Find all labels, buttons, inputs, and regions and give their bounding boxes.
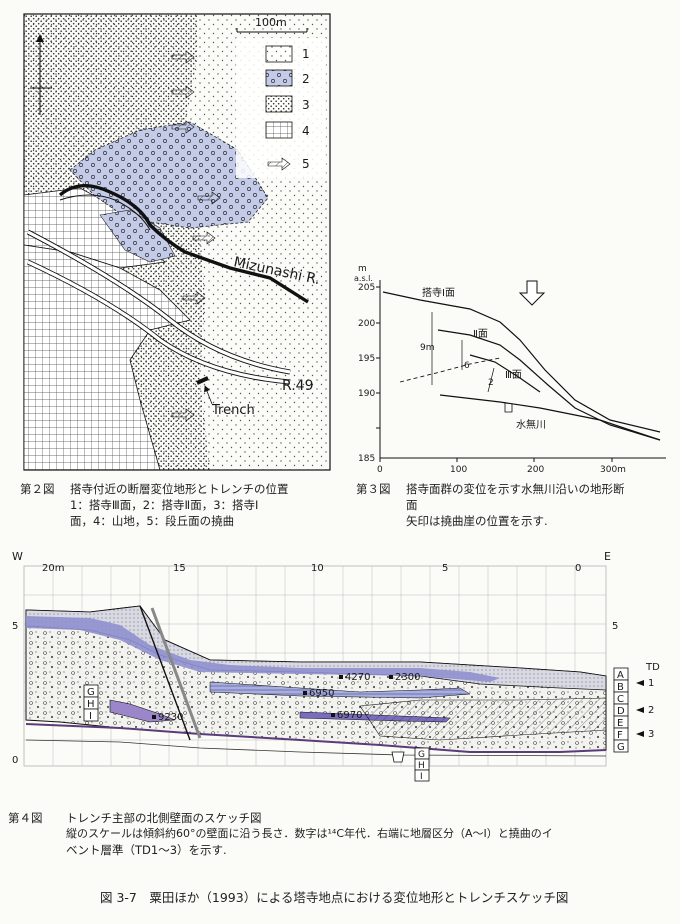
age-label: 9230 (158, 712, 183, 723)
fig3-ytick: 185 (358, 454, 375, 464)
fig3-xtick: 200 (527, 465, 544, 475)
legend-swatch-3 (265, 95, 293, 113)
legend-swatch-4 (265, 121, 293, 139)
age-label: 2300 (395, 672, 420, 683)
fig4-xtick: 15 (173, 563, 186, 574)
west-label: W (12, 550, 23, 563)
layer-label-right: B (617, 682, 624, 693)
fig3-ytick: 195 (358, 354, 375, 364)
fig4-ytick-left: 5 (12, 621, 18, 632)
fig2-caption-line2: 1：搭寺Ⅲ面，2：搭寺Ⅱ面，3：搭寺Ⅰ (70, 498, 259, 512)
age-label: 6950 (309, 688, 334, 699)
scale-bar-label: 100m (255, 16, 287, 29)
legend-num-5: 5 (302, 157, 310, 171)
fig3-xtick: 300m (600, 465, 626, 475)
fig3-xtick: 0 (377, 465, 383, 475)
fig3-y-unit2: a.s.l. (354, 274, 373, 283)
layer-label-right: E (617, 718, 623, 729)
fig4-xtick: 20m (42, 563, 64, 574)
fig3-caption-line2: 面 (406, 498, 418, 512)
fig3-y-unit: m (358, 264, 367, 274)
fig3-caption-label: 第３図 (356, 482, 391, 496)
fig2-caption: 第２図 搭寺付近の断層変位地形とトレンチの位置 1：搭寺Ⅲ面，2：搭寺Ⅱ面，3：搭… (20, 481, 350, 529)
fig4-xtick: 0 (575, 563, 581, 574)
fig2-caption-line3: 面，4：山地，5：段丘面の撓曲 (70, 514, 235, 528)
fig4-xtick: 10 (311, 563, 324, 574)
fig3-surface-3-label: Ⅲ面 (505, 370, 522, 381)
layer-label-left: I (89, 711, 92, 722)
east-label: E (604, 550, 611, 563)
layer-label-right: G (617, 742, 625, 753)
age-label: 6970 (337, 710, 362, 721)
fig4-caption-line1: トレンチ主部の北側壁面のスケッチ図 (66, 811, 262, 825)
layer-label-bottom: G (418, 750, 425, 760)
fig4-caption: 第４図 トレンチ主部の北側壁面のスケッチ図 縦のスケールは傾斜約60°の壁面に沿う… (8, 810, 676, 858)
fig4-caption-line3: ベント層準（TD1〜3）を示す. (66, 843, 227, 857)
fig3-profile: m a.s.l. 205 200 195 190 185 0 100 200 3… (354, 264, 666, 475)
layer-label-left: H (87, 699, 95, 710)
legend-num-3: 3 (302, 98, 310, 112)
legend-num-2: 2 (302, 72, 310, 86)
fig2-caption-label: 第２図 (20, 482, 55, 496)
fig3-ytick: 200 (358, 319, 375, 329)
age-label: 4270 (345, 672, 370, 683)
legend-swatch-5 (267, 157, 291, 171)
fig4-ytick-right: 5 (612, 621, 618, 632)
fig3-river-label: 水無川 (516, 418, 546, 431)
fig4-xtick: 5 (442, 563, 448, 574)
fig4-trench: 4270 2300 6950 6970 9230 W E 20m 15 10 5… (12, 550, 660, 782)
fig2-caption-line1: 搭寺付近の断層変位地形とトレンチの位置 (70, 482, 289, 496)
td-mark: 3 (648, 729, 654, 740)
fig3-caption-line1: 搭寺面群の変位を示す水無川沿いの地形断 (406, 482, 625, 496)
legend-num-1: 1 (302, 47, 310, 61)
layer-label-right: A (617, 670, 624, 681)
fig3-offset-6: 6 (464, 361, 470, 371)
legend-num-4: 4 (302, 124, 310, 138)
fig3-ytick: 205 (358, 283, 375, 293)
fig3-caption-line3: 矢印は撓曲崖の位置を示す. (406, 514, 548, 528)
figure-title: 図 3-7 粟田ほか（1993）による塔寺地点における変位地形とトレンチスケッチ… (100, 890, 569, 905)
layer-label-bottom: I (420, 772, 423, 782)
legend-swatch-1 (265, 45, 293, 63)
layer-label-bottom: H (418, 761, 425, 771)
td-title: TD (645, 662, 660, 673)
layer-label-left: G (87, 687, 95, 698)
fig3-offset-2: 2 (488, 378, 494, 388)
legend-swatch-2 (265, 69, 293, 87)
fig4-caption-label: 第４図 (8, 811, 43, 825)
fig3-ytick: 190 (358, 389, 375, 399)
road-label: R.49 (282, 378, 314, 394)
fig4-caption-line2: 縦のスケールは傾斜約60°の壁面に沿う長さ．数字は¹⁴C年代．右端に地層区分（A… (66, 827, 553, 840)
fig4-ytick-left: 0 (12, 755, 18, 766)
fig2-map: 1 2 3 4 5 100m Mizunashi R. R.49 Trench (23, 13, 331, 471)
td-mark: 1 (648, 678, 654, 689)
layer-label-right: C (617, 694, 624, 705)
td-mark: 2 (648, 705, 654, 716)
fig3-xtick: 100 (450, 465, 467, 475)
fig3-surface-1-label: 搭寺Ⅰ面 (422, 286, 455, 299)
fig3-surface-2-label: Ⅱ面 (473, 329, 488, 340)
fig3-caption: 第３図 搭寺面群の変位を示す水無川沿いの地形断 面 矢印は撓曲崖の位置を示す. (356, 481, 678, 529)
fig3-offset-9m: 9m (420, 343, 435, 353)
trench-label: Trench (211, 403, 255, 418)
layer-label-right: D (617, 706, 625, 717)
layer-label-right: F (617, 730, 623, 741)
